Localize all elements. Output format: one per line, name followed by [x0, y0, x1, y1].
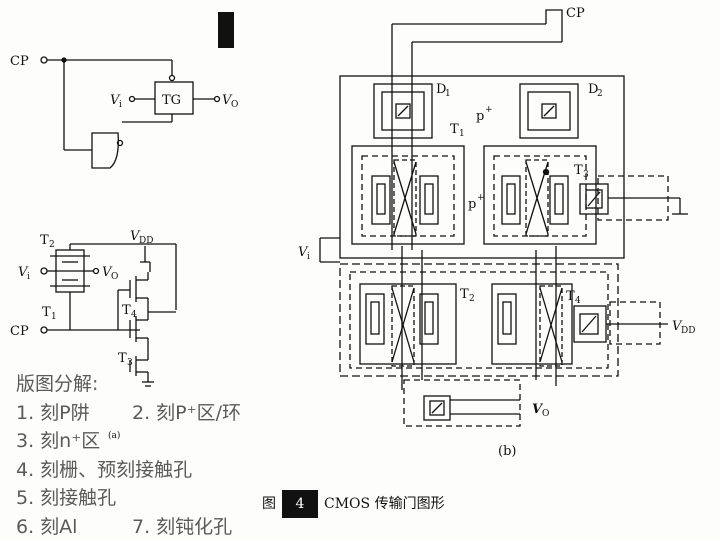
- t2-label-b: T: [460, 287, 469, 302]
- t3-sub-b: 3: [583, 170, 589, 180]
- tg-label: TG: [162, 93, 181, 108]
- layout-diagram: [320, 10, 688, 426]
- vo-sub-b: O: [542, 409, 549, 419]
- step-2: 2. 刻P⁺区/环: [132, 399, 241, 428]
- p-plus-2: p: [468, 197, 476, 212]
- step-4: 4. 刻栅、预刻接触孔: [16, 456, 316, 485]
- t1-label-b: T: [450, 122, 459, 137]
- t2-label-a: T: [40, 233, 49, 248]
- step-7: 7. 刻钝化孔: [132, 513, 232, 541]
- step-3: 3. 刻n⁺区: [16, 427, 316, 456]
- tg-schematic: [41, 57, 220, 168]
- t1-sub-b: 1: [459, 129, 465, 139]
- vi-sub-a: i: [27, 272, 30, 282]
- t4-label-b: T: [566, 289, 575, 304]
- step-1: 1. 刻P阱: [16, 402, 90, 424]
- p-plus-1-sup: +: [485, 105, 493, 115]
- cp-label-top: CP: [10, 54, 29, 69]
- vi-sub-top: i: [119, 100, 122, 110]
- step-6: 6. 刻Al: [16, 516, 77, 538]
- vi-sub-b: i: [307, 252, 310, 262]
- t4-sub-b: 4: [575, 296, 581, 306]
- p-plus-1: p: [476, 109, 484, 124]
- t4-sub-a: 4: [131, 310, 137, 320]
- t2-sub-b: 2: [469, 294, 475, 304]
- t2-sub-a: 2: [49, 240, 55, 250]
- label-b: (b): [498, 444, 516, 459]
- cp-label-a: CP: [10, 324, 29, 339]
- cp-label-b: CP: [566, 6, 585, 21]
- d2-sub: 2: [597, 89, 603, 99]
- steps-title: 版图分解:: [16, 370, 316, 399]
- vo-sub-a: O: [111, 272, 118, 282]
- vdd-sub-a: DD: [139, 236, 153, 246]
- caption-text: CMOS 传输门图形: [324, 496, 445, 512]
- inverter: [92, 133, 118, 168]
- t1-sub-a: 1: [51, 312, 57, 322]
- p-plus-2-sup: +: [477, 193, 485, 203]
- t3-label-a: T: [118, 351, 127, 366]
- t3-sub-a: 3: [127, 358, 133, 368]
- t1-label-a: T: [42, 305, 51, 320]
- steps-row-1: 1. 刻P阱 2. 刻P⁺区/环: [16, 399, 316, 428]
- caption-number: 4: [282, 490, 318, 518]
- t3-label-b: T: [574, 163, 583, 178]
- vo-sub-top: O: [231, 100, 238, 110]
- vdd-sub-b: DD: [681, 326, 695, 336]
- t4-label-a: T: [122, 303, 131, 318]
- d1-sub: 1: [445, 89, 451, 99]
- caption-prefix: 图: [262, 496, 276, 512]
